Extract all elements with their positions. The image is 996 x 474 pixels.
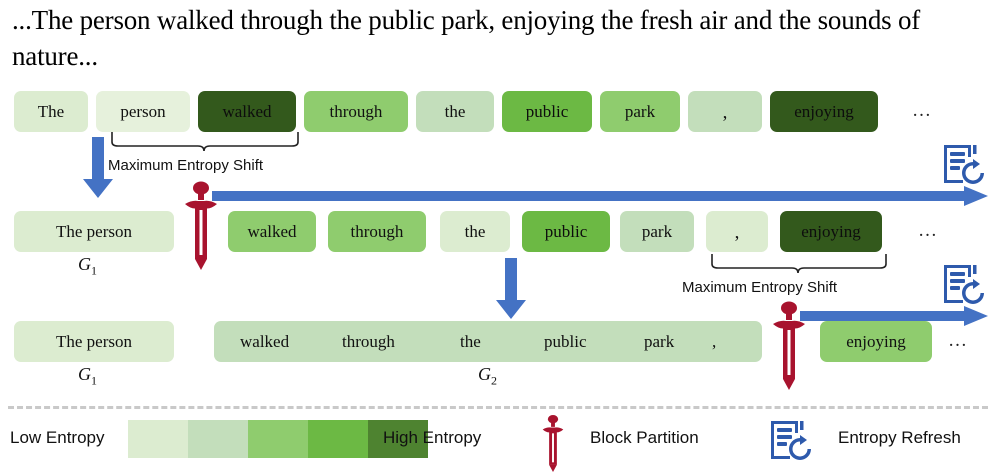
row1-ellipsis: …	[912, 100, 932, 121]
arrow-right-icon-1	[212, 186, 988, 206]
token-chip[interactable]: The	[14, 91, 88, 132]
legend-high-entropy-label: High Entropy	[383, 428, 482, 447]
legend-document-refresh-icon	[771, 421, 811, 460]
row3-ellipsis: …	[948, 330, 968, 351]
legend-swatch	[128, 420, 188, 458]
token-chip[interactable]: ,	[706, 211, 768, 252]
arrow-down-icon-2	[496, 258, 526, 319]
merged-word: walked	[240, 331, 290, 351]
legend-swatch	[368, 420, 428, 458]
legend-divider	[8, 406, 988, 409]
arrow-down-icon	[83, 137, 113, 198]
token-chip[interactable]: park	[600, 91, 680, 132]
legend-swatch	[248, 420, 308, 458]
token-chip[interactable]: walked	[198, 91, 296, 132]
brace-max-entropy-shift-2	[711, 254, 887, 274]
token-chip[interactable]: through	[328, 211, 426, 252]
group-label-g1-row2: G1	[78, 254, 97, 278]
merged-block-g1[interactable]: The person	[14, 211, 174, 252]
legend-block-partition-label: Block Partition	[590, 428, 699, 447]
merged-word: public	[544, 331, 587, 351]
merged-word: ,	[712, 331, 717, 351]
brace-max-entropy-shift-1	[111, 132, 299, 152]
token-chip[interactable]: public	[522, 211, 610, 252]
legend-swatch	[308, 420, 368, 458]
token-chip[interactable]: person	[96, 91, 190, 132]
group-label-g1-row3: G1	[78, 364, 97, 388]
token-chip[interactable]: through	[304, 91, 408, 132]
merged-word: the	[460, 331, 481, 351]
sword-icon-partition-2	[773, 301, 805, 390]
merged-word: park	[644, 331, 675, 351]
group-label-g2: G2	[478, 364, 497, 388]
token-chip[interactable]: public	[502, 91, 592, 132]
legend-sword-icon	[542, 414, 564, 472]
merged-word: through	[342, 331, 395, 351]
sword-icon-partition-1	[185, 181, 217, 270]
token-chip[interactable]: park	[620, 211, 694, 252]
token-chip[interactable]: enjoying	[780, 211, 882, 252]
legend-entropy-refresh-label: Entropy Refresh	[838, 428, 961, 447]
row2-ellipsis: …	[918, 220, 938, 241]
annotation-max-entropy-shift-1: Maximum Entropy Shift	[108, 157, 264, 174]
page-title: ...The person walked through the public …	[12, 5, 921, 71]
legend-swatch	[188, 420, 248, 458]
token-chip[interactable]: ,	[688, 91, 762, 132]
token-chip[interactable]: the	[440, 211, 510, 252]
token-chip[interactable]: enjoying	[770, 91, 878, 132]
token-chip[interactable]: the	[416, 91, 494, 132]
document-refresh-icon-1	[944, 145, 984, 184]
legend-low-entropy-label: Low Entropy	[10, 428, 105, 447]
merged-block-g1-row3[interactable]: The person	[14, 321, 174, 362]
document-refresh-icon-2	[944, 265, 984, 304]
annotation-max-entropy-shift-2: Maximum Entropy Shift	[682, 279, 838, 296]
token-chip[interactable]: walked	[228, 211, 316, 252]
token-chip[interactable]: enjoying	[820, 321, 932, 362]
merged-block-g2[interactable]: walked through the public park,	[214, 321, 762, 362]
